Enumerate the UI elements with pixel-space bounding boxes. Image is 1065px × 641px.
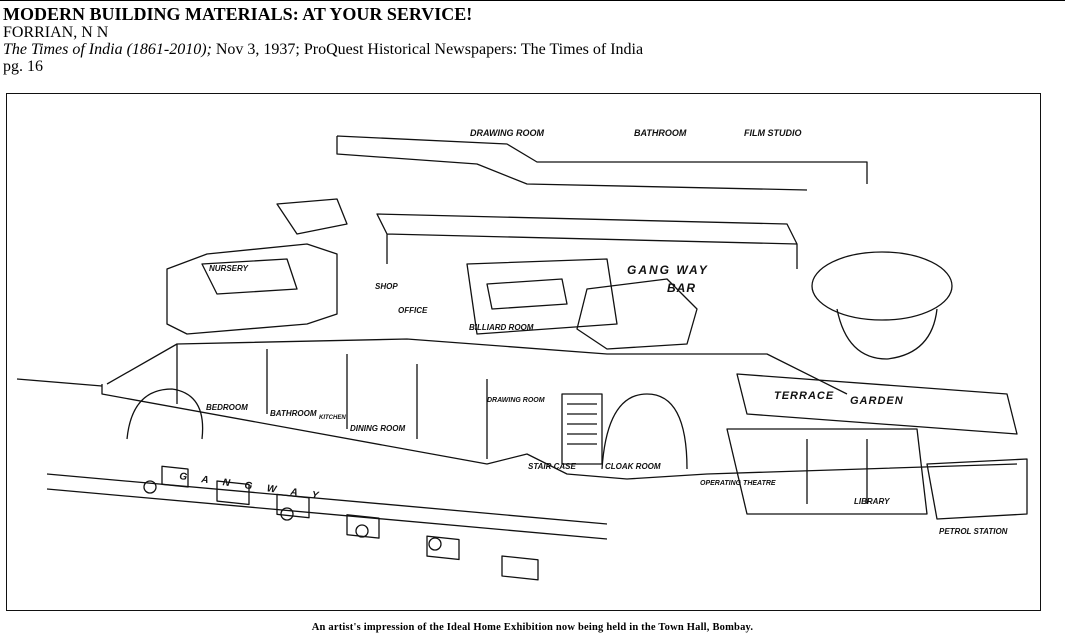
- label-drawing-room-bottom: DRAWING ROOM: [487, 397, 545, 404]
- label-billiard-room: BILLIARD ROOM: [469, 323, 534, 332]
- illustration-frame: DRAWING ROOM BATHROOM FILM STUDIO NURSER…: [6, 93, 1041, 611]
- label-gang-way-top: GANG WAY: [627, 263, 709, 277]
- label-stair-case: STAIR CASE: [528, 462, 577, 471]
- label-film-studio: FILM STUDIO: [744, 128, 802, 138]
- petrol-station: [926, 458, 1028, 520]
- label-kitchen: KITCHEN: [319, 415, 346, 421]
- terrace-garden: [736, 373, 1018, 435]
- top-rule: [0, 0, 1065, 1]
- label-library: LIBRARY: [854, 497, 890, 506]
- article-header: MODERN BUILDING MATERIALS: AT YOUR SERVI…: [3, 4, 643, 75]
- label-bar: BAR: [667, 281, 696, 295]
- label-bathroom-bottom: BATHROOM: [270, 409, 317, 418]
- gangway-boxes: [143, 465, 539, 581]
- article-page: pg. 16: [3, 58, 43, 75]
- label-shop: SHOP: [375, 282, 398, 291]
- article-title: MODERN BUILDING MATERIALS: AT YOUR SERVI…: [3, 4, 473, 24]
- exhibition-illustration: DRAWING ROOM BATHROOM FILM STUDIO NURSER…: [16, 128, 1028, 581]
- cloak-room: [601, 393, 688, 470]
- source-publication: The Times of India (1861-2010);: [3, 41, 212, 58]
- label-drawing-room-top: DRAWING ROOM: [470, 128, 544, 138]
- operating-library: [726, 428, 928, 515]
- label-operating-theatre: OPERATING THEATRE: [700, 480, 776, 487]
- article-author: FORRIAN, N N: [3, 24, 109, 41]
- label-bathroom-top: BATHROOM: [634, 128, 687, 138]
- label-dining-room: DINING ROOM: [350, 424, 405, 433]
- illustration-caption: An artist's impression of the Ideal Home…: [311, 622, 754, 633]
- label-gang-way-bottom: G A N G W A Y: [179, 471, 325, 502]
- label-cloak-room: CLOAK ROOM: [605, 462, 661, 471]
- article-source: The Times of India (1861-2010); Nov 3, 1…: [3, 41, 643, 58]
- billiard-room: [466, 258, 618, 335]
- left-arch: [126, 388, 204, 440]
- bar-area: [576, 278, 698, 350]
- label-petrol-station: PETROL STATION: [939, 527, 1008, 536]
- label-bedroom: BEDROOM: [206, 403, 248, 412]
- stair-case: [561, 393, 603, 465]
- nursery-wing: [166, 243, 338, 335]
- garden-pavilion: [811, 251, 953, 321]
- source-details: Nov 3, 1937; ProQuest Historical Newspap…: [211, 41, 644, 58]
- label-terrace: TERRACE: [774, 390, 834, 402]
- roadway: [16, 378, 608, 540]
- middle-floor: [106, 338, 848, 395]
- upper-corridor: [376, 213, 798, 269]
- lower-rooms: [101, 384, 1018, 480]
- label-office: OFFICE: [398, 306, 428, 315]
- label-garden: GARDEN: [850, 395, 904, 407]
- back-wall: [336, 135, 868, 191]
- label-nursery: NURSERY: [209, 264, 249, 273]
